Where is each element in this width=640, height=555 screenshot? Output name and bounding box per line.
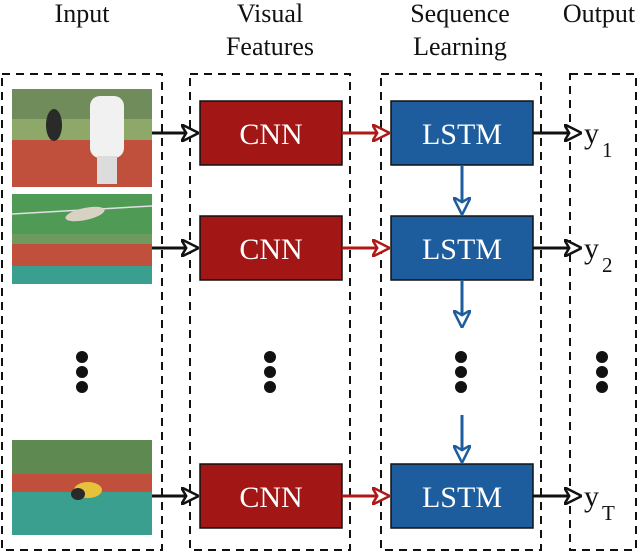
input-ellipsis-icon (76, 351, 88, 393)
output-column-frame (569, 73, 637, 551)
sequence-ellipsis-icon (455, 351, 467, 393)
cnn-block-1: CNN (199, 100, 343, 166)
header-output: Output (563, 0, 636, 28)
output-yT: y T (584, 480, 615, 525)
lstm-block-3: LSTM (390, 463, 534, 529)
output-subscript: T (602, 501, 615, 525)
video-frame-3 (12, 440, 152, 535)
output-ellipsis-icon (596, 351, 608, 393)
header-visual-1: Visual (237, 0, 303, 28)
lstm-label: LSTM (422, 233, 502, 266)
header-sequence-2: Learning (413, 32, 507, 61)
output-y1: y 1 (584, 117, 613, 162)
output-base: y (584, 232, 599, 265)
header-visual-2: Features (226, 32, 314, 61)
visual-column-frame (189, 73, 351, 551)
lstm-label: LSTM (422, 118, 502, 151)
output-base: y (584, 480, 599, 513)
lstm-label: LSTM (422, 481, 502, 514)
lstm-block-2: LSTM (390, 215, 534, 281)
header-input: Input (55, 0, 111, 28)
cnn-block-2: CNN (199, 215, 343, 281)
input-column-frame (1, 73, 163, 551)
cnn-label: CNN (239, 481, 302, 514)
cnn-label: CNN (239, 118, 302, 151)
output-subscript: 2 (602, 253, 613, 277)
sequence-column-frame (380, 73, 542, 551)
output-y2: y 2 (584, 232, 613, 277)
output-base: y (584, 117, 599, 150)
video-frame-2 (11, 194, 153, 284)
lstm-block-1: LSTM (390, 100, 534, 166)
cnn-block-3: CNN (199, 463, 343, 529)
cnn-label: CNN (239, 233, 302, 266)
visual-ellipsis-icon (264, 351, 276, 393)
header-sequence-1: Sequence (410, 0, 510, 28)
output-subscript: 1 (602, 138, 613, 162)
video-frame-1 (12, 89, 152, 187)
